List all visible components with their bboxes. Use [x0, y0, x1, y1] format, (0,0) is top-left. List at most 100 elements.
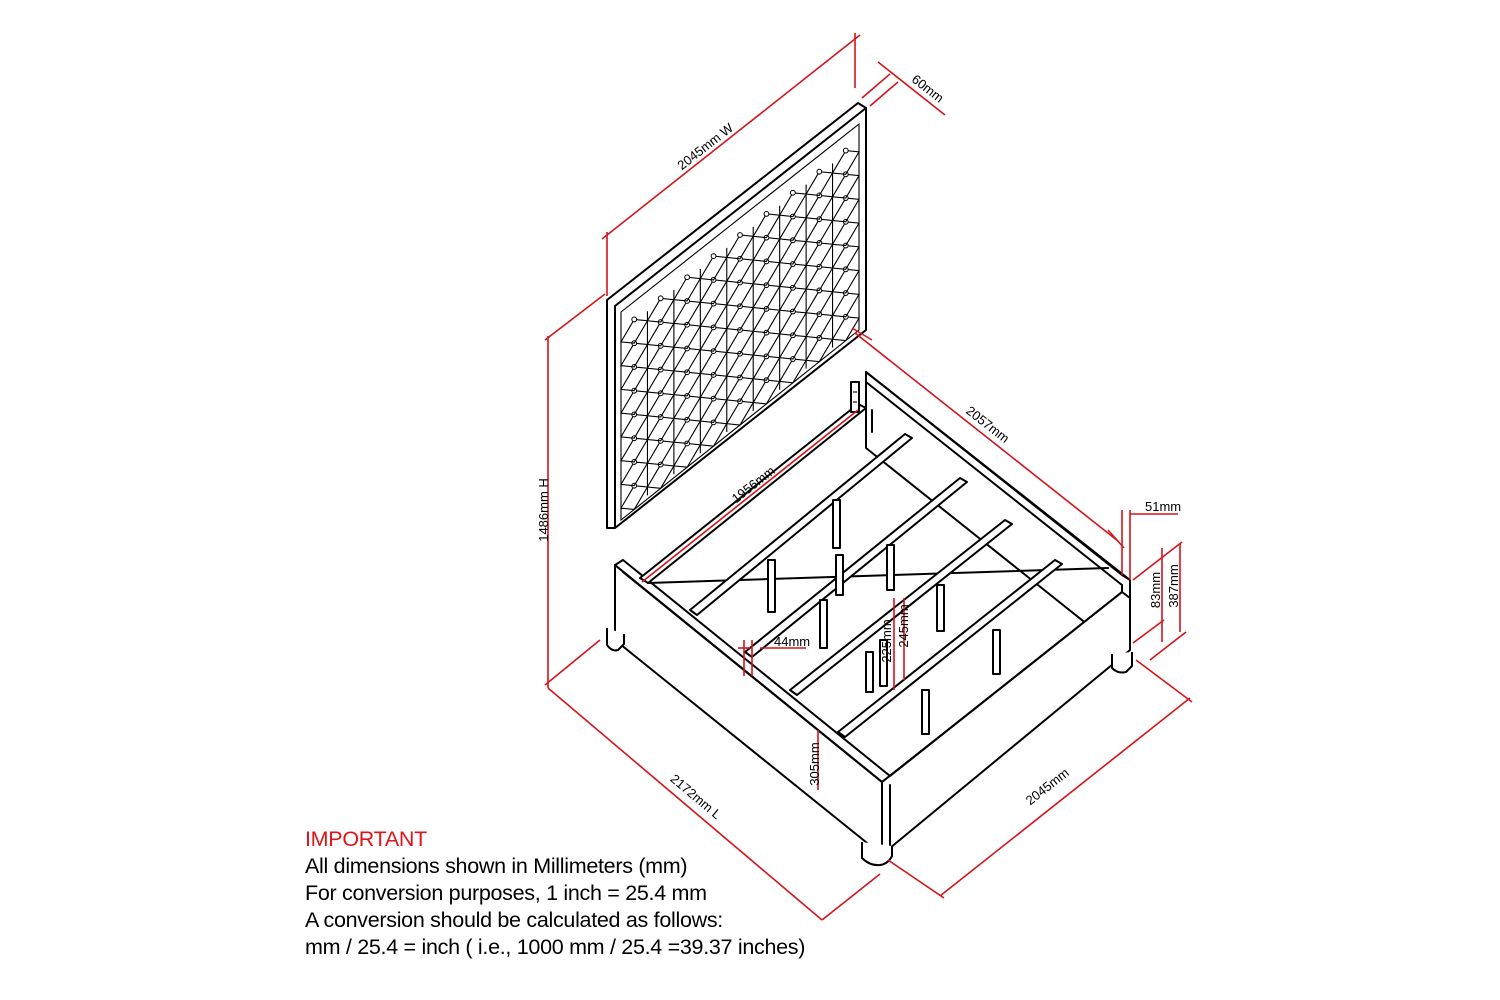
support-leg — [921, 689, 930, 735]
tufting-button — [684, 274, 691, 281]
tufting-diamond — [752, 213, 781, 239]
conversion-notes: IMPORTANT All dimensions shown in Millim… — [305, 826, 825, 961]
slat — [689, 433, 913, 616]
tufting-diamond — [831, 268, 860, 294]
tufting-diamond — [699, 279, 728, 305]
tufting-button — [737, 232, 743, 238]
support-leg — [832, 499, 841, 549]
tufting-diamond — [672, 442, 702, 468]
tufting-diamond — [699, 421, 728, 447]
dim-rail-height: 83mm — [1148, 572, 1163, 608]
bed-feet — [606, 628, 1133, 867]
tufting-diamond — [725, 305, 755, 331]
tufting-diamond — [725, 258, 755, 284]
tufting-diamond — [672, 300, 702, 326]
tufting-diamond — [646, 416, 675, 442]
tufting-diamond — [725, 281, 755, 307]
notes-line: For conversion purposes, 1 inch = 25.4 m… — [305, 881, 707, 905]
tufting-diamond — [778, 310, 808, 336]
dim-overall-height: 1486mm H — [536, 478, 551, 542]
support-leg — [865, 651, 874, 693]
tufting-diamond — [725, 329, 755, 355]
tufting-diamond — [725, 400, 755, 426]
tufting-diamond — [752, 308, 781, 334]
dim-support-leg-height: 225mm — [879, 619, 894, 662]
foot-rail — [881, 591, 1131, 856]
headboard — [606, 102, 867, 529]
tufting-diamond — [699, 350, 728, 376]
tufting-diamond — [752, 332, 781, 357]
notes-line: A conversion should be calculated as fol… — [305, 908, 723, 932]
dimension-lines — [544, 33, 1193, 921]
dim-rail-thickness: 51mm — [1145, 499, 1181, 514]
center-rail-bracket — [850, 381, 860, 413]
tufting-diamond — [699, 398, 728, 423]
foot-right — [1111, 652, 1133, 674]
slats — [689, 433, 1063, 738]
tufting-diamond — [620, 437, 649, 463]
slat — [744, 477, 968, 658]
notes-title: IMPORTANT — [305, 827, 427, 851]
tufting-diamond — [620, 461, 649, 487]
tufting-diamond — [672, 419, 702, 445]
tufting-diamond — [752, 355, 781, 381]
tufting-diamond — [620, 413, 649, 439]
tufting-diamond — [778, 334, 808, 360]
dim-side-height: 305mm — [807, 742, 822, 785]
dim-headboard-width: 2045mm W — [674, 120, 736, 173]
support-leg — [819, 599, 828, 649]
tufting-pattern — [620, 147, 860, 511]
tufting-diamond — [831, 292, 860, 318]
tufting-diamond — [831, 197, 860, 223]
tufting-diamond — [672, 347, 702, 373]
tufting-diamond — [778, 287, 808, 313]
slat — [837, 559, 1063, 738]
tufting-diamond — [778, 263, 808, 289]
support-leg — [767, 559, 776, 613]
slat — [789, 519, 1013, 696]
tufting-button — [710, 253, 717, 260]
tufting-diamond — [778, 358, 808, 384]
tufting-diamond — [646, 321, 675, 347]
tufting-diamond — [805, 313, 834, 339]
tufting-button — [842, 147, 849, 154]
tufting-diamond — [805, 337, 834, 363]
support-legs — [767, 499, 1001, 735]
dim-support-total-height: 245mm — [896, 604, 911, 647]
tufting-diamond — [831, 149, 860, 175]
tufting-diamond — [805, 266, 834, 291]
dim-slat-width: 44mm — [774, 634, 810, 649]
tufting-diamond — [699, 255, 728, 281]
tufting-diamond — [752, 237, 781, 262]
tufting-diamond — [725, 376, 755, 402]
tufting-diamond — [805, 194, 834, 220]
tufting-diamond — [620, 390, 649, 416]
notes-line: mm / 25.4 = inch ( i.e., 1000 mm / 25.4 … — [305, 935, 806, 959]
tufting-diamond — [725, 234, 755, 260]
foot-front — [861, 842, 893, 867]
tufting-diamond — [831, 221, 860, 247]
tufting-diamond — [778, 239, 808, 265]
tufting-button — [631, 316, 638, 323]
tufting-button — [789, 189, 796, 196]
support-leg — [936, 584, 945, 632]
support-leg — [879, 639, 888, 687]
tufting-diamond — [672, 324, 702, 350]
tufting-diamond — [620, 342, 649, 368]
tufting-button — [816, 168, 823, 175]
tufting-diamond — [778, 215, 808, 241]
foot-back-left — [606, 628, 625, 652]
tufting-diamond — [699, 374, 728, 400]
tufting-diamond — [805, 218, 834, 244]
tufting-diamond — [620, 318, 649, 344]
tufting-diamond — [725, 353, 755, 379]
tufting-diamond — [699, 326, 728, 352]
tufting-diamond — [672, 371, 702, 397]
tufting-diamond — [672, 276, 702, 302]
tufting-diamond — [620, 485, 649, 511]
tufting-diamond — [831, 244, 860, 270]
dim-footboard-width: 2045mm — [1023, 765, 1072, 808]
support-leg — [992, 629, 1001, 675]
tufting-diamond — [646, 369, 675, 394]
